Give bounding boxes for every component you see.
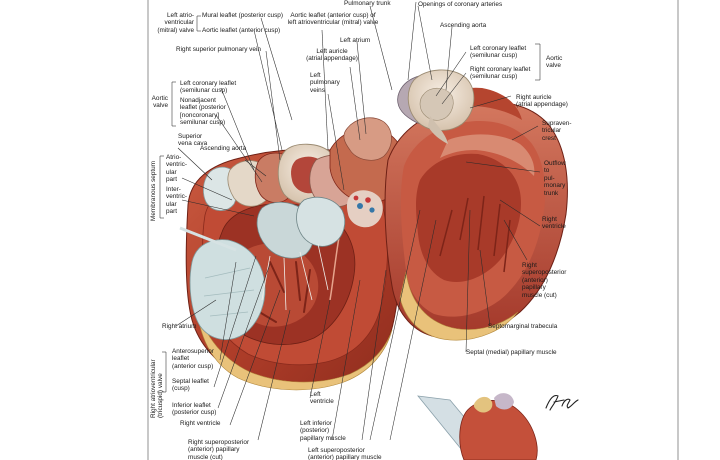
leader-lines <box>159 1 541 441</box>
aortic-valve-right-label: Aortic valve <box>546 55 563 70</box>
aortic-root <box>397 69 475 144</box>
great-vessels-left <box>202 143 364 211</box>
right-auricle-label: Right auricle (atrial appendage) <box>516 94 568 109</box>
artist-signature <box>545 394 579 411</box>
septal-papillary-muscle-label: Septal (medial) papillary muscle <box>466 349 557 356</box>
right-ventricle-left-label: Right ventricle <box>180 420 221 427</box>
aortic-leaflet-label: Aortic leaflet (anterior cusp) <box>202 27 281 34</box>
septal-leaflet-label: Septal leaflet (cusp) <box>172 378 209 393</box>
nonadjacent-leaflet-label: Nonadjacent leaflet (posterior [noncoron… <box>180 97 226 127</box>
left-ventricle-label: Left ventricle <box>310 391 334 406</box>
left-atrium-label: Left atrium <box>340 37 371 44</box>
right-heart-section <box>384 87 568 341</box>
superior-vena-cava-label: Superior vena cava <box>178 133 208 148</box>
right-superoposterior-right-label: Right superoposterior (anterior) papilla… <box>522 262 567 299</box>
supraventricular-crest-label: Supraven- tricular crest <box>542 120 572 142</box>
pulmonary-trunk-label: Pulmonary trunk <box>344 0 391 7</box>
openings-coronary-label: Openings of coronary arteries <box>418 1 503 8</box>
ascending-aorta-top-label: Ascending aorta <box>440 22 487 29</box>
interventricular-part-label: Inter- ventric- ular part <box>166 186 187 216</box>
right-atrium-region <box>179 226 266 340</box>
left-coronary-leaflet-left-label: Left coronary leaflet (semilunar cusp) <box>180 80 237 95</box>
inferior-leaflet-label: Inferior leaflet (posterior cusp) <box>172 402 217 417</box>
aortic-valve-left-label: Aortic valve <box>151 95 168 110</box>
atrioventricular-part-label: Atrio- ventric- ular part <box>166 154 187 184</box>
mitral-valve-leaflets <box>256 196 346 311</box>
left-inferior-papillary-label: Left inferior (posterior) papillary musc… <box>300 420 346 442</box>
anterosuperior-leaflet-label: Anterosuperior leaflet (anterior cusp) <box>172 348 214 370</box>
left-av-valve-label: Left atrio- ventricular (mitral) valve <box>157 12 194 34</box>
orientation-thumbnail <box>417 393 538 460</box>
septomarginal-trabecula-label: Septomarginal trabecula <box>488 323 558 330</box>
mural-leaflet-label: Mural leaflet (posterior cusp) <box>202 12 283 19</box>
right-coronary-leaflet-right-label: Right coronary leaflet (semilunar cusp) <box>470 66 531 81</box>
membranous-septum-label: Membranous septum <box>150 160 157 221</box>
left-pulmonary-veins-label: Left pulmonary veins <box>310 72 340 94</box>
right-av-valve-label: Right atrioventricular (tricuspid) valve <box>150 359 164 418</box>
right-ventricle-right-label: Right ventricle <box>542 216 566 231</box>
ascending-aorta-mid-label: Ascending aorta <box>200 145 247 152</box>
left-auricle-label: Left auricle (atrial appendage) <box>306 48 358 63</box>
frame-lines <box>147 0 679 460</box>
left-coronary-leaflet-right-label: Left coronary leaflet (semilunar cusp) <box>470 45 527 60</box>
right-atrium-label: Right atrium <box>162 323 197 330</box>
outflow-pulmonary-trunk-label: Outflow to pul- monary trunk <box>544 160 566 197</box>
right-superior-pulmonary-vein-label: Right superior pulmonary vein <box>176 46 261 53</box>
right-superoposterior-left-label: Right superoposterior (anterior) papilla… <box>188 439 250 460</box>
left-superoposterior-label: Left superoposterior (anterior) papillar… <box>308 447 382 460</box>
aortic-leaflet-of-lav-label: Aortic leaflet (anterior cusp) of left a… <box>287 12 379 27</box>
